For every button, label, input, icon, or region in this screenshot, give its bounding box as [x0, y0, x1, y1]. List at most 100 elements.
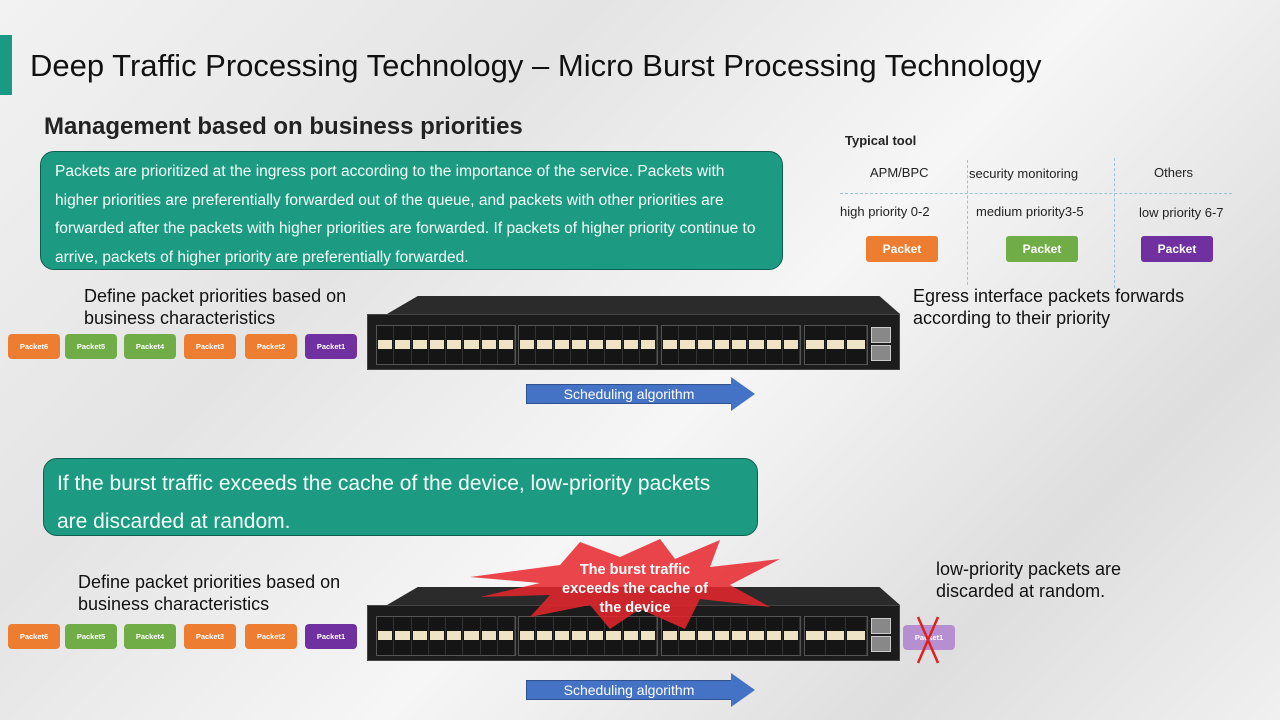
packet-high: Packet: [866, 236, 938, 262]
packet-packet3: Packet3: [184, 624, 236, 649]
switch-front-panel: [367, 605, 900, 661]
sfp-port: [783, 326, 800, 364]
tool-name: APM/BPC: [870, 165, 929, 180]
switch-top: [387, 296, 900, 314]
packet-low: Packet: [1141, 236, 1213, 262]
sfp-port: [481, 326, 498, 364]
packet-medium: Packet: [1006, 236, 1078, 262]
sfp-port: [605, 617, 623, 655]
sfp-port: [846, 326, 868, 364]
sfp-port: [481, 617, 498, 655]
ingress-label-2: Define packet priorities based on busine…: [78, 572, 341, 614]
sfp-port: [697, 326, 714, 364]
sfp-port: [377, 326, 395, 364]
title-accent-bar: [0, 35, 12, 95]
discard-label: low-priority packets are discarded at ra…: [936, 559, 1122, 601]
rj45-port: [871, 327, 891, 343]
packet-packet5: Packet5: [65, 334, 117, 359]
packet-packet5: Packet5: [65, 624, 117, 649]
sfp-port: [748, 617, 766, 655]
tool-name: Others: [1154, 165, 1194, 180]
sfp-port: [554, 326, 571, 364]
port-group: [518, 325, 658, 365]
sfp-port: [429, 326, 446, 364]
sfp-port: [748, 326, 766, 364]
sfp-port: [463, 326, 481, 364]
sfp-port: [731, 326, 749, 364]
sfp-port: [766, 326, 783, 364]
packet-packet6: Packet6: [8, 334, 60, 359]
port-group: [376, 325, 516, 365]
sfp-port: [662, 617, 680, 655]
divider: [840, 193, 1232, 194]
port-group: [661, 325, 801, 365]
sfp-port: [463, 617, 481, 655]
sfp-port: [714, 326, 731, 364]
sfp-port: [783, 617, 800, 655]
priority-label: low priority 6-7: [1139, 205, 1224, 220]
sfp-port: [498, 326, 515, 364]
sfp-port: [536, 617, 554, 655]
sfp-port: [805, 326, 826, 364]
divider: [1114, 158, 1115, 288]
sfp-port: [498, 617, 515, 655]
sfp-port: [766, 617, 783, 655]
packet-packet2: Packet2: [245, 624, 297, 649]
arrow-label: Scheduling algorithm: [526, 384, 732, 404]
sfp-port: [446, 617, 464, 655]
packet-packet3: Packet3: [184, 334, 236, 359]
sfp-port: [377, 617, 395, 655]
rj45-port: [871, 345, 891, 361]
sfp-port: [446, 326, 464, 364]
port-group: [804, 325, 868, 365]
network-switch-2: [367, 587, 900, 661]
divider: [967, 160, 968, 285]
sfp-port: [429, 617, 446, 655]
sfp-port: [519, 326, 537, 364]
sfp-port: [588, 617, 606, 655]
sfp-port: [588, 326, 606, 364]
rj45-port: [871, 636, 891, 652]
sfp-port: [412, 326, 429, 364]
sfp-port: [662, 326, 680, 364]
arrow-head: [731, 377, 755, 411]
priority-label: medium priority3-5: [976, 204, 1084, 219]
section-heading: Management based on business priorities: [44, 113, 523, 140]
tool-name: security monitoring: [969, 166, 1079, 181]
port-group: [518, 616, 658, 656]
sfp-port: [679, 617, 697, 655]
sfp-port: [554, 617, 571, 655]
network-switch: [367, 296, 900, 370]
scheduling-arrow: Scheduling algorithm: [526, 377, 755, 411]
burst-starburst-icon: [470, 539, 780, 629]
sfp-port: [394, 326, 412, 364]
sfp-port: [826, 617, 847, 655]
ingress-label: Define packet priorities based on busine…: [84, 286, 347, 328]
sfp-port: [536, 326, 554, 364]
packet-packet4: Packet4: [124, 624, 176, 649]
packet-packet1: Packet1: [305, 334, 357, 359]
sfp-port: [605, 326, 623, 364]
page-title: Deep Traffic Processing Technology – Mic…: [30, 48, 1042, 83]
sfp-port: [394, 617, 412, 655]
discard-x-icon: [916, 616, 940, 664]
egress-label: Egress interface packets forwards accord…: [913, 286, 1185, 328]
switch-front-panel: [367, 314, 900, 370]
burst-note-textbox: If the burst traffic exceeds the cache o…: [43, 458, 758, 536]
sfp-port: [805, 617, 826, 655]
sfp-port: [519, 617, 537, 655]
intro-textbox: Packets are prioritized at the ingress p…: [40, 151, 783, 270]
packet-packet1: Packet1: [305, 624, 357, 649]
sfp-port: [697, 617, 714, 655]
sfp-port: [640, 617, 657, 655]
burst-text: The burst traffic exceeds the cache of t…: [562, 562, 708, 616]
sfp-port: [412, 617, 429, 655]
sfp-port: [640, 326, 657, 364]
packet-packet2: Packet2: [245, 334, 297, 359]
priority-label: high priority 0-2: [840, 204, 930, 219]
sfp-port: [846, 617, 868, 655]
sfp-port: [714, 617, 731, 655]
typical-tool-label: Typical tool: [845, 133, 917, 148]
port-group: [804, 616, 868, 656]
arrow-label: Scheduling algorithm: [526, 680, 732, 700]
